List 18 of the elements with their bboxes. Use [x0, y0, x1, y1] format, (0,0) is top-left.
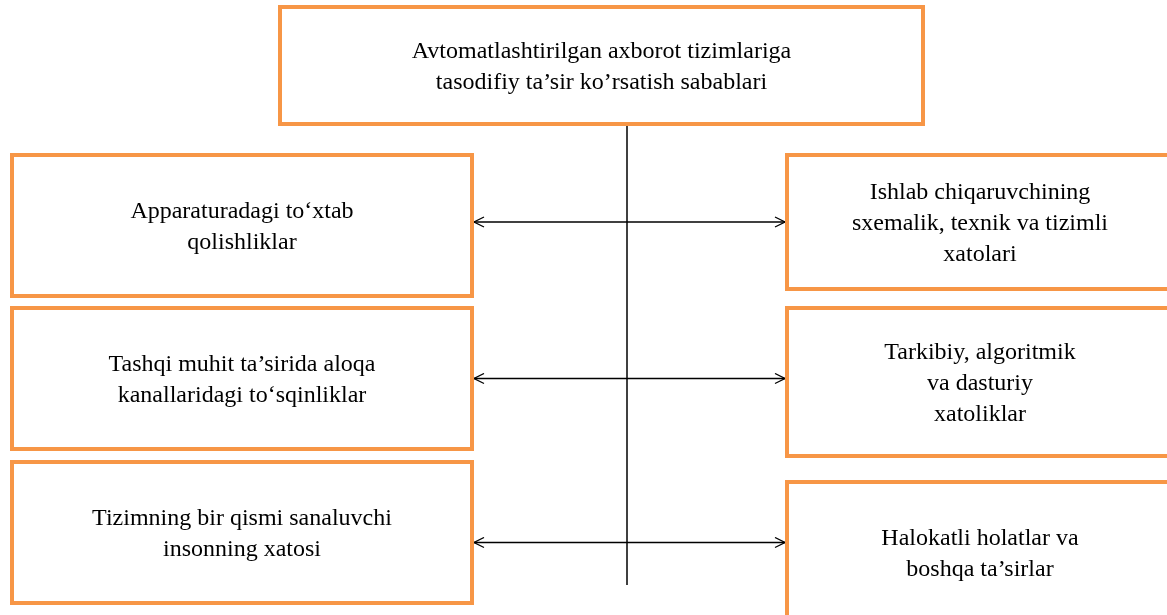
process-box [10, 306, 474, 451]
process-box [785, 153, 1167, 291]
box-text: Apparaturadagi to‘xtab qolishliklar [129, 195, 355, 256]
process-box [785, 306, 1167, 458]
process-box [10, 153, 474, 298]
box-text: Avtomatlashtirilgan axborot tizimlariga tasodifiy ta’sir ko’rsatish sabablari [410, 35, 793, 96]
box-text: Halokatli holatlar va boshqa ta’sirlar [880, 522, 1080, 583]
box-text: Tizimning bir qismi sanaluvchi insonning xatosi [91, 502, 393, 563]
process-box [785, 480, 1167, 615]
process-box [278, 5, 925, 126]
double-arrow [473, 536, 786, 549]
connector-line [626, 125, 628, 586]
box-text: Tashqi muhit ta’sirida aloqa kanallaridagi to‘sqinliklar [107, 348, 377, 409]
double-arrow [473, 216, 786, 228]
box-text: Ishlab chiqaruvchining sxemalik, texnik va tizimli xatolari [851, 176, 1109, 268]
box-text: Tarkibiy, algoritmik va dasturiy xatoliklar [883, 336, 1077, 428]
process-box [10, 460, 474, 605]
double-arrow [473, 372, 786, 385]
